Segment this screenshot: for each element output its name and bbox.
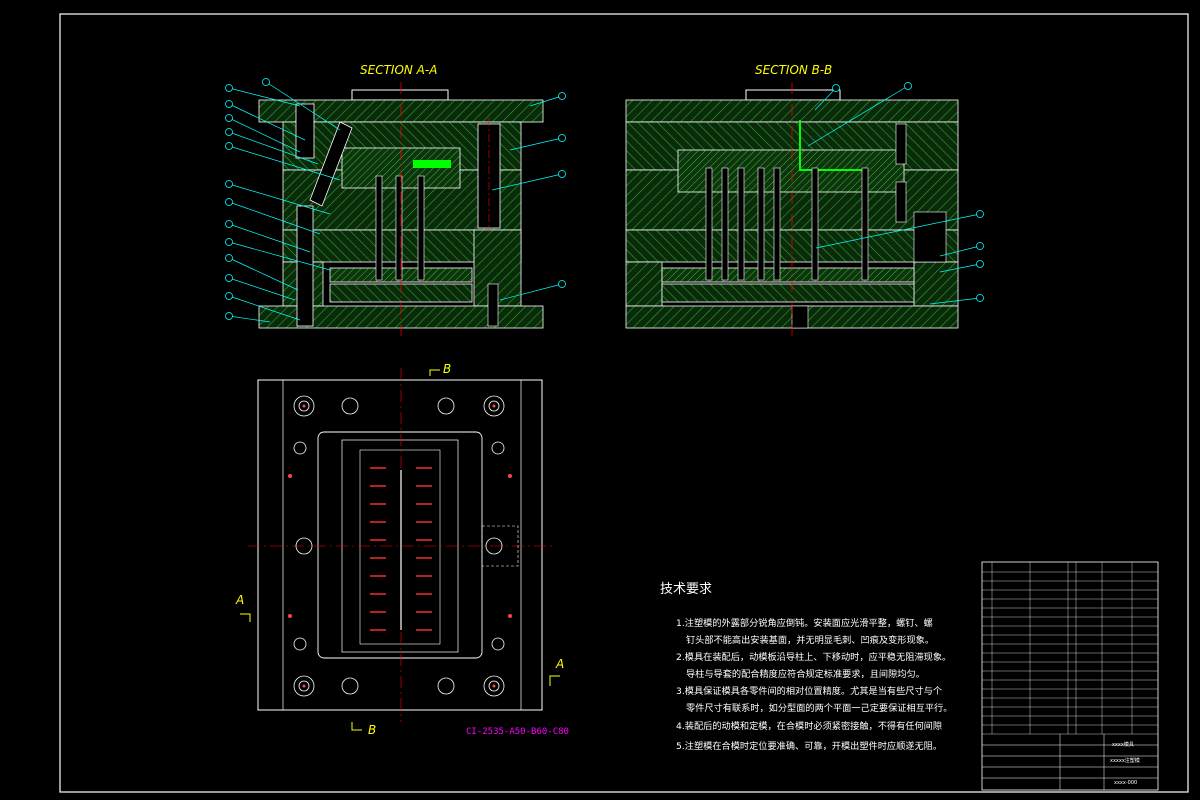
title-drawing-no: xxxx-000 — [1114, 780, 1137, 786]
part-code: CI-2535-A50-B60-C80 — [466, 727, 569, 737]
tech-line: 钉头部不能高出安装基面，并无明显毛刺、凹痕及变形现象。 — [686, 634, 934, 646]
technical-requirements: 技术要求 1.注塑模的外露部分锐角应倒钝。安装面应光滑平整，螺钉、螺 钉头部不能… — [660, 582, 952, 752]
plan-view: B B A A CI-2535-A50-B60-C80 — [235, 362, 569, 737]
tech-line: 4.装配后的动模和定模，在合模时必须紧密接触，不得有任何间隙 — [676, 720, 942, 732]
section-a-a-view: SECTION A-A — [225, 63, 566, 340]
section-b-title: SECTION B-B — [755, 63, 832, 77]
plan-marker-b-top: B — [443, 362, 451, 376]
tech-line: 3.模具保证模具各零件间的相对位置精度。尤其是当有些尺寸与个 — [676, 685, 942, 697]
tech-line: 2.模具在装配后，动模板沿导柱上、下移动时，应平稳无阻滞现象。 — [676, 651, 951, 663]
tech-line: 1.注塑模的外露部分锐角应倒钝。安装面应光滑平整，螺钉、螺 — [676, 617, 933, 629]
tech-line: 导柱与导套的配合精度应符合规定标准要求，且间隙均匀。 — [686, 668, 925, 680]
title-drawing-name: xxxx模具 — [1112, 741, 1134, 748]
title-product: xxxxx注塑模 — [1110, 757, 1140, 764]
plan-marker-a-left: A — [235, 593, 244, 607]
drawing-frame — [59, 13, 1189, 793]
title-block: xxxx模具 xxxxx注塑模 xxxx-000 — [981, 561, 1159, 791]
tech-heading: 技术要求 — [660, 582, 712, 597]
tech-line: 零件尺寸有联系时，如分型面的两个平面一己定要保证相互平行。 — [686, 702, 952, 714]
section-a-title: SECTION A-A — [360, 63, 437, 77]
plan-marker-a-right: A — [555, 657, 564, 671]
section-b-b-view: SECTION B-B — [625, 63, 984, 340]
plan-marker-b-bottom: B — [368, 723, 376, 737]
tech-line: 5.注塑模在合模时定位要准确、可靠，开模出塑件时应顺遂无阻。 — [676, 740, 942, 752]
